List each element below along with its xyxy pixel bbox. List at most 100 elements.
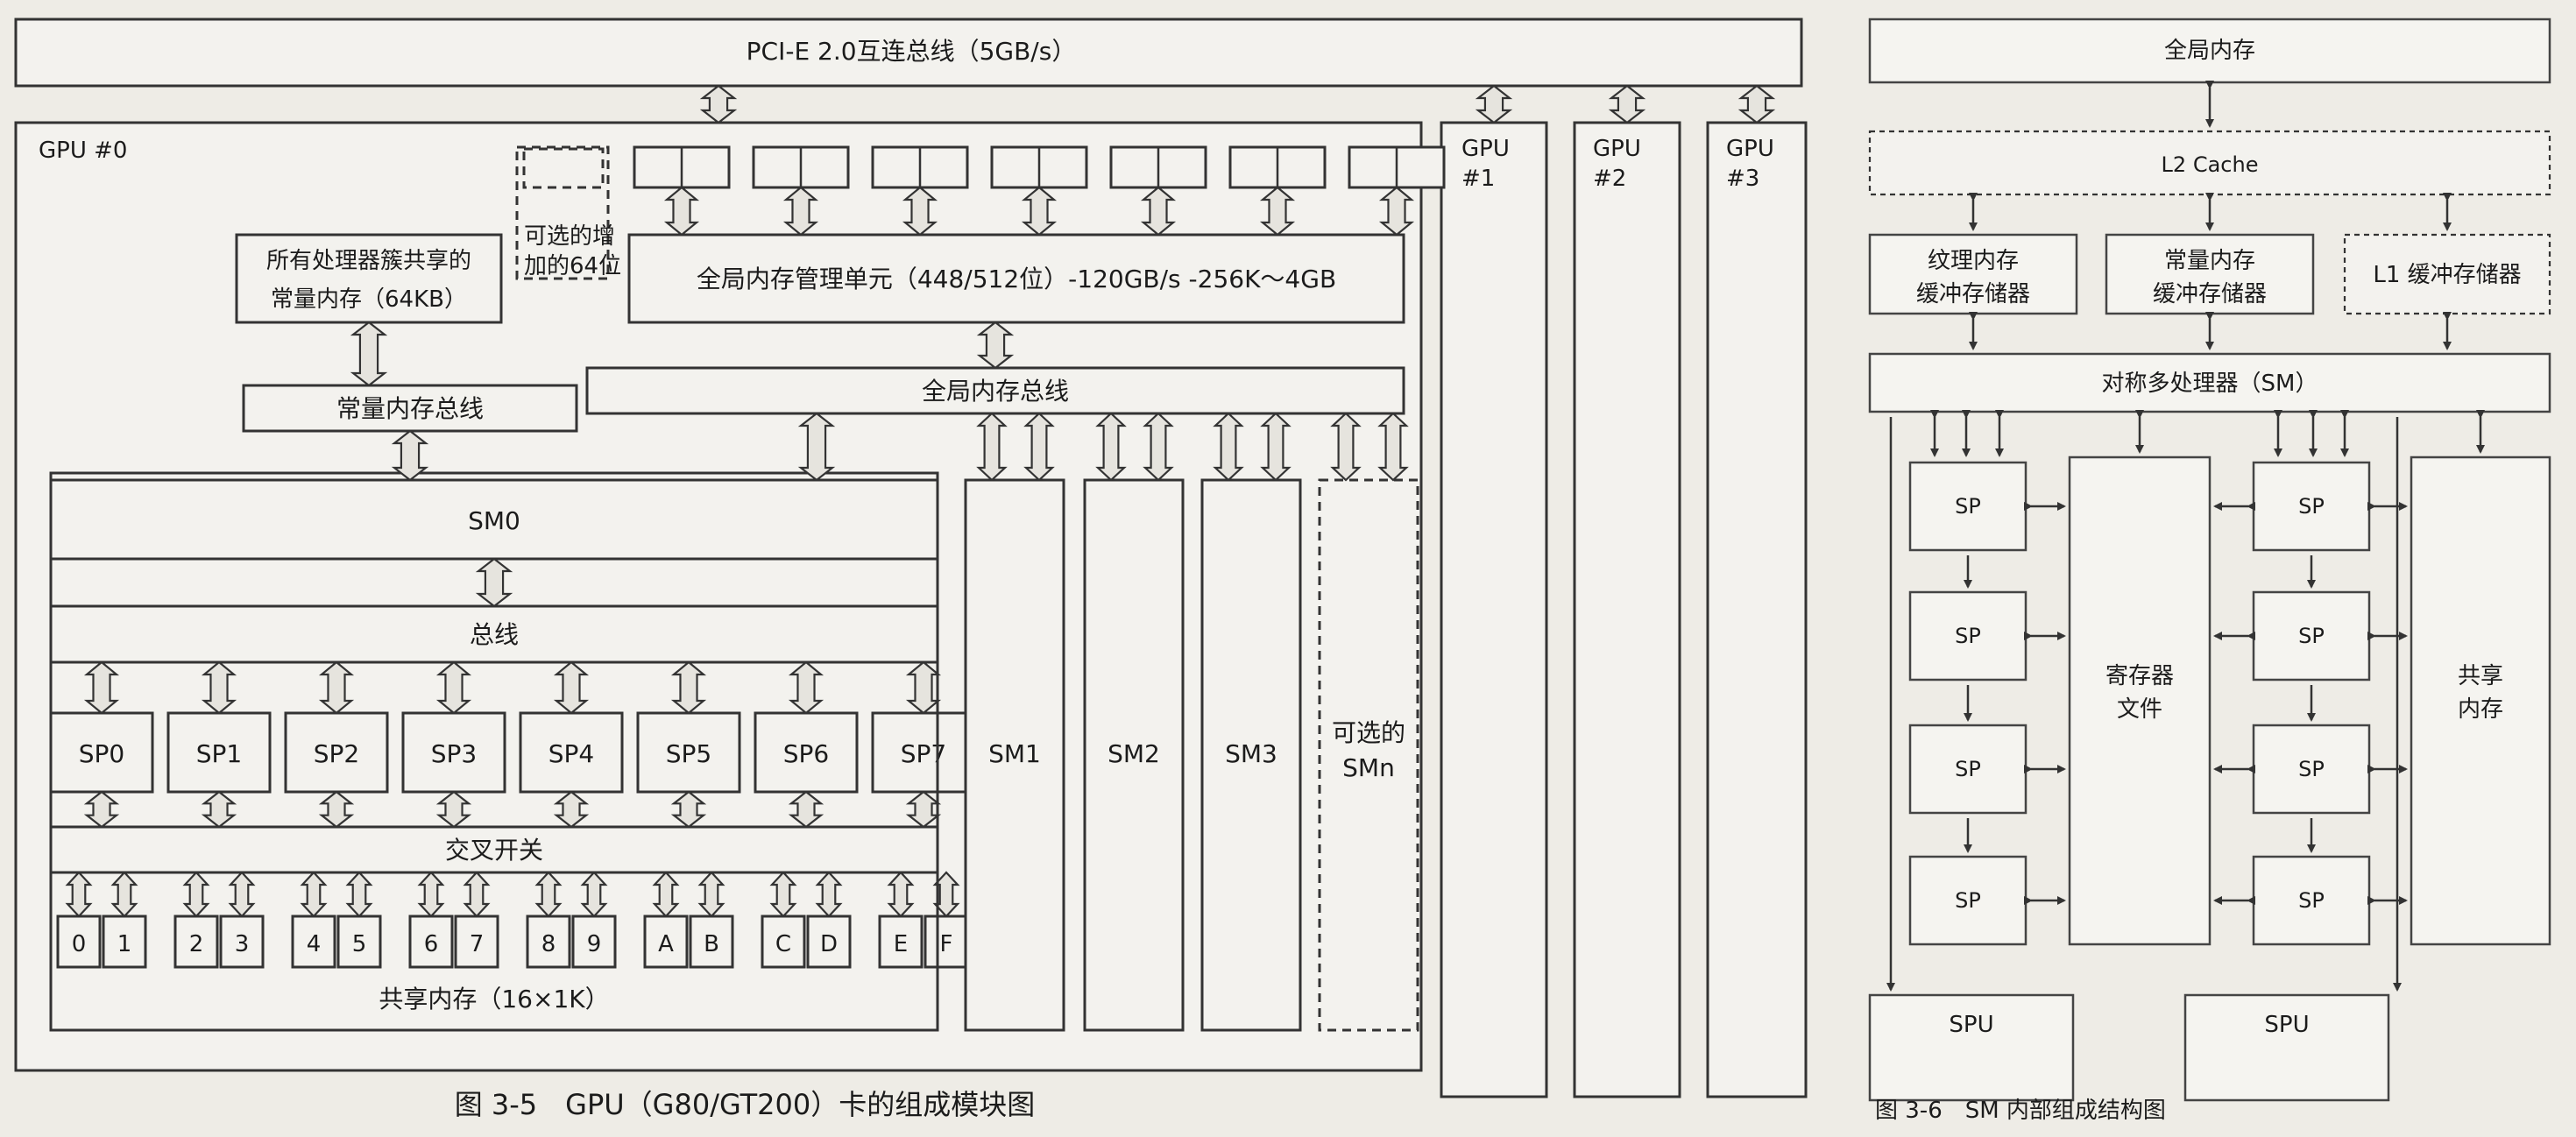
bank-arrow-0: [65, 871, 93, 918]
sp-bus-arrow-2: [318, 660, 355, 715]
bank-box-8: [526, 915, 571, 969]
shared-memory-box: [2410, 456, 2551, 946]
bank-box-12: [761, 915, 806, 969]
sm-column-1: [964, 478, 1065, 1032]
pcie-bus-label: PCI-E 2.0互连总线（5GB/s）: [747, 37, 1077, 66]
sm-label: 对称多处理器（SM）: [2102, 371, 2318, 397]
sm-column-3: [1200, 478, 1302, 1032]
mmu-global-bus-arrow: [976, 321, 1015, 370]
sm0-label: SM0: [468, 506, 520, 535]
global-mmu-label: 全局内存管理单元（448/512位）-120GB/s -256K～4GB: [697, 265, 1336, 293]
sp-left-label-0: SP: [1955, 494, 1981, 519]
sp-bus-arrow-6: [788, 660, 824, 715]
bank-label-2: 2: [189, 931, 204, 957]
sp-label-6: SP6: [783, 739, 829, 768]
bank-label-9: 9: [587, 931, 602, 957]
sm0-bus-arrow: [475, 557, 513, 608]
bank-label-10: A: [658, 931, 674, 957]
constant-cache-line1: 常量内存: [2164, 248, 2255, 274]
global-memory-bus-box: [585, 366, 1405, 415]
gpu3-label-line1: GPU: [1726, 136, 1774, 162]
sp-left-label-3: SP: [1955, 888, 1981, 913]
gpu2-label-line1: GPU: [1593, 136, 1641, 162]
bank-arrow-1: [110, 871, 138, 918]
bank-arrow-11: [697, 871, 725, 918]
shared-memory-line2: 内存: [2458, 696, 2503, 723]
optional-smn-box: [1318, 478, 1419, 1032]
gpu3-box: [1706, 121, 1808, 1098]
bank-box-3: [219, 915, 265, 969]
sp-bus-arrow-3: [435, 660, 472, 715]
sp-label-0: SP0: [79, 739, 124, 768]
sm-arrow-a-0: [976, 412, 1008, 482]
pcie-bus-box: [14, 18, 1803, 88]
bank-arrow-8: [534, 871, 563, 918]
sp-left-3: [1908, 855, 2028, 946]
global-bus-sm0-arrow: [797, 412, 836, 482]
const-mem-bus-arrow: [350, 321, 388, 387]
sp-label-5: SP5: [666, 739, 711, 768]
sp-box-5: [636, 711, 741, 794]
figure-3-5: PCI-E 2.0互连总线（5GB/s） GPU #0 GPU #1 GPU #…: [14, 18, 1808, 1121]
bank-label-6: 6: [424, 931, 439, 957]
optional-smn-line2: SMn: [1342, 753, 1395, 782]
bank-arrow-10: [652, 871, 680, 918]
caption-figure-3-5: 图 3-5 GPU（G80/GT200）卡的组成模块图: [455, 1088, 1036, 1121]
bank-box-15: [924, 915, 969, 969]
bank-arrow-4: [300, 871, 328, 918]
bank-label-5: 5: [352, 931, 367, 957]
sp-right-label-2: SP: [2298, 757, 2325, 781]
sp-left-1: [1908, 590, 2028, 681]
bank-arrow-13: [815, 871, 843, 918]
sm-arrow-b-0: [1023, 412, 1055, 482]
sp-label-3: SP3: [431, 739, 477, 768]
global-memory-label: 全局内存: [2164, 38, 2255, 64]
sm-arrow-b-2: [1260, 412, 1292, 482]
pcie-gpu3-arrow: [1737, 84, 1776, 124]
gpu2-box: [1573, 121, 1681, 1098]
sp-right-label-1: SP: [2298, 624, 2325, 648]
pcie-gpu0-arrow: [699, 84, 738, 124]
gpu1-label-line1: GPU: [1461, 136, 1510, 162]
spu-left-box: [1868, 993, 2075, 1102]
spu-right-box: [2183, 993, 2390, 1102]
gpu0-label: GPU #0: [39, 138, 127, 164]
gpu3-label-line2: #3: [1726, 166, 1759, 192]
sp-box-2: [284, 711, 389, 794]
sm-arrow-a-2: [1213, 412, 1244, 482]
texture-cache-box: [1868, 233, 2078, 315]
sp-bus-arrow-0: [83, 660, 120, 715]
smn-arrow-a: [1330, 412, 1362, 482]
sp-left-0: [1908, 461, 2028, 552]
bank-label-15: F: [940, 931, 953, 957]
sp-label-1: SP1: [196, 739, 242, 768]
l1-cache-label: L1 缓冲存储器: [2373, 262, 2521, 288]
register-file-line1: 寄存器: [2105, 663, 2174, 689]
l2-cache-label: L2 Cache: [2162, 152, 2259, 177]
bank-label-11: B: [704, 931, 719, 957]
gpu1-label-line2: #1: [1461, 166, 1495, 192]
optional-64bit-line2: 加的64位: [524, 253, 621, 279]
sp-right-label-0: SP: [2298, 494, 2325, 519]
global-memory-bus-label: 全局内存总线: [922, 377, 1069, 406]
bank-box-6: [408, 915, 454, 969]
sp-bus-arrow-4: [553, 660, 590, 715]
shared-memory-label: 共享内存（16×1K）: [379, 985, 609, 1013]
bank-label-13: D: [820, 931, 838, 957]
local-bus-label: 总线: [470, 620, 519, 649]
right-arrows: [1886, 81, 2485, 992]
constant-cache-box: [2105, 233, 2315, 315]
crossbar-label: 交叉开关: [445, 836, 543, 865]
bank-label-7: 7: [470, 931, 485, 957]
optional-64bit-line1: 可选的增: [524, 223, 615, 250]
sp-left-2: [1908, 724, 2028, 815]
constant-memory-bus-box: [242, 384, 578, 433]
pcie-gpu2-arrow: [1608, 84, 1646, 124]
sm-arrow-b-1: [1143, 412, 1174, 482]
optional-chip-dashed: [522, 147, 605, 189]
bank-label-3: 3: [235, 931, 250, 957]
bank-label-0: 0: [72, 931, 87, 957]
constant-cache-line2: 缓冲存储器: [2153, 281, 2267, 307]
